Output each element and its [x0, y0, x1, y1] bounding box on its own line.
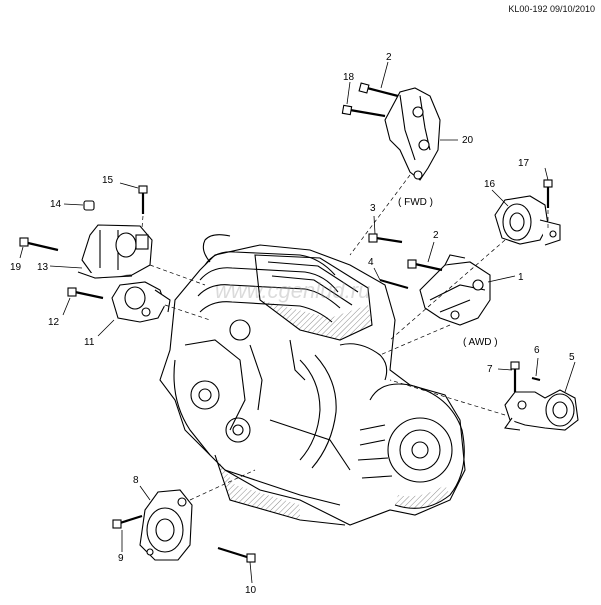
callout-2-mid: 2	[433, 230, 439, 241]
document-id: KL00-192 09/10/2010	[508, 4, 595, 14]
mount-part-8	[139, 489, 193, 561]
callout-17: 17	[518, 158, 530, 169]
mount-part-16	[494, 195, 561, 246]
mount-part-5	[504, 389, 579, 431]
bolts	[19, 82, 553, 563]
bracket-part-20	[384, 87, 441, 181]
callout-3: 3	[370, 203, 376, 214]
callout-18: 18	[343, 72, 355, 83]
callout-5: 5	[569, 352, 575, 363]
callout-20: 20	[462, 135, 474, 146]
callout-10: 10	[245, 585, 257, 596]
callout-4: 4	[368, 257, 374, 268]
callout-14: 14	[50, 199, 62, 210]
callout-15: 15	[102, 175, 114, 186]
callout-2-top: 2	[386, 52, 392, 63]
engine-detail-hatch	[215, 300, 450, 520]
leader-lines	[19, 61, 576, 584]
callout-12: 12	[48, 317, 60, 328]
callout-8: 8	[133, 475, 139, 486]
label-fwd: ( FWD )	[398, 197, 433, 208]
callout-labels: 2 18 20 16 17 15 14 19 13 12 11 3 2 4 1 …	[10, 52, 575, 596]
callout-1: 1	[518, 272, 524, 283]
mount-part-11	[111, 281, 171, 323]
watermark: www.cgenlud.ru	[215, 278, 370, 303]
mount-part-13	[77, 224, 153, 279]
callout-9: 9	[118, 553, 124, 564]
callout-6: 6	[534, 345, 540, 356]
callout-11: 11	[84, 337, 95, 348]
label-awd: ( AWD )	[463, 337, 498, 348]
bracket-part-1	[419, 254, 491, 326]
callout-7: 7	[487, 364, 493, 375]
callout-13: 13	[37, 262, 49, 273]
assembly-guide-lines	[141, 174, 549, 501]
callout-16: 16	[484, 179, 496, 190]
callout-19: 19	[10, 262, 22, 273]
